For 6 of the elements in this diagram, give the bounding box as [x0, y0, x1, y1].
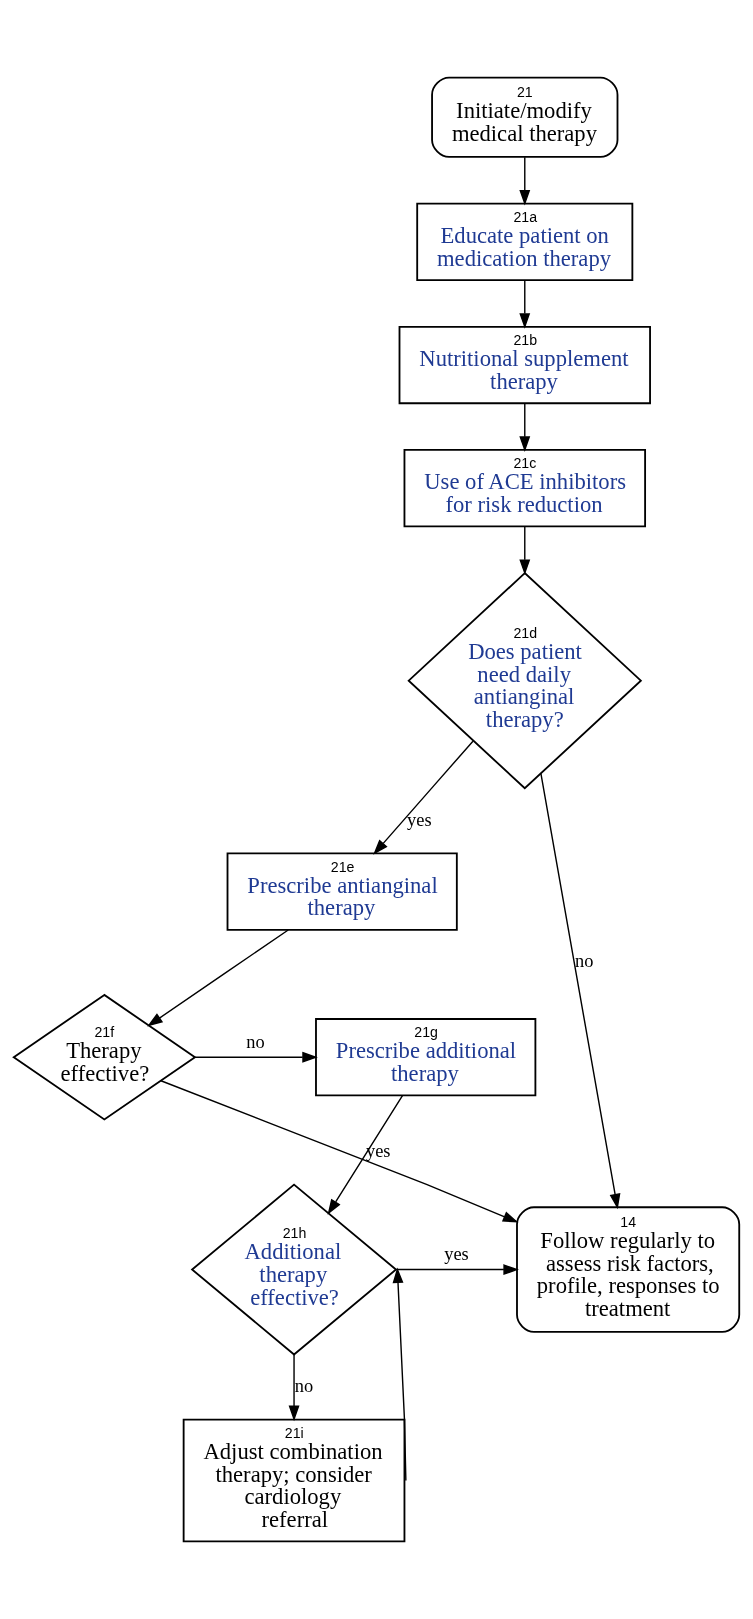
edge-label: no — [575, 951, 594, 972]
edge-label: yes — [444, 1244, 469, 1265]
edge-label: yes — [407, 809, 432, 830]
edge-label: no — [294, 1375, 314, 1396]
edge-label: no — [246, 1031, 265, 1052]
edge-label: yes — [366, 1140, 391, 1161]
